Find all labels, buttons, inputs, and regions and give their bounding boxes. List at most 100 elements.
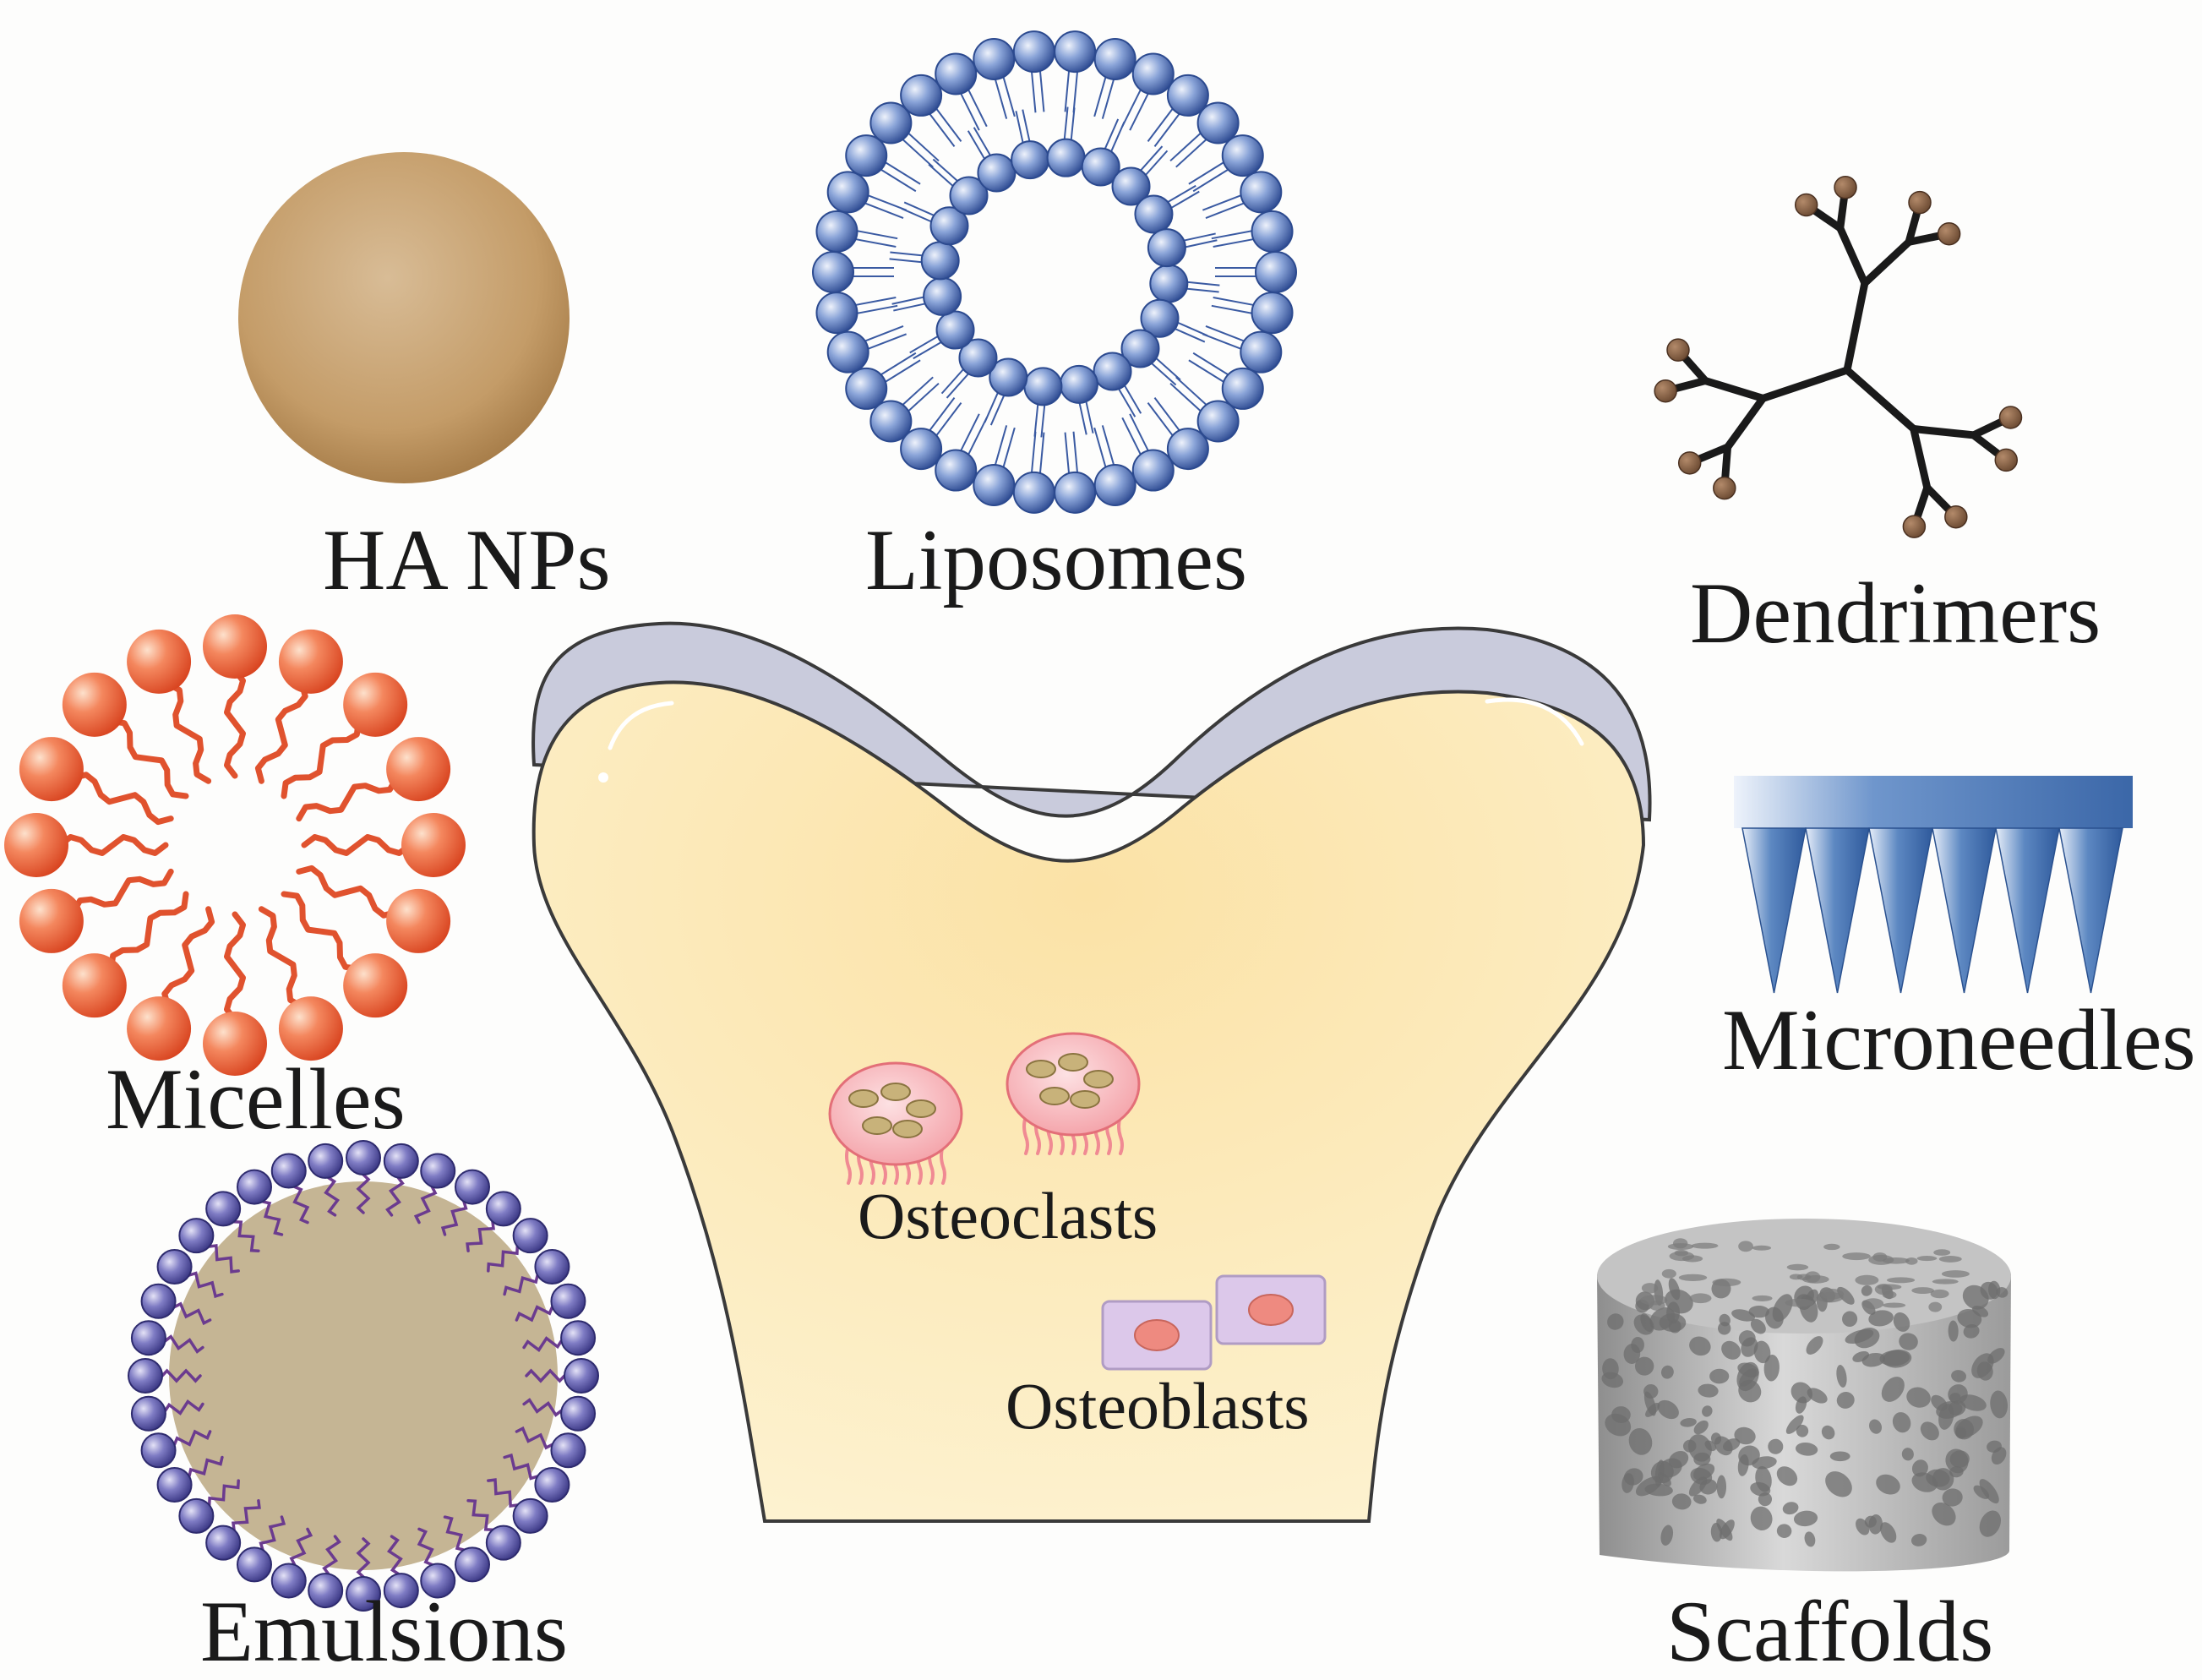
scaffold-pore	[1750, 1506, 1773, 1531]
scaffold-pore	[1631, 1336, 1644, 1354]
emulsifier-tail	[188, 1271, 224, 1299]
scaffold-pore	[1716, 1519, 1733, 1541]
lipid-head	[1120, 329, 1160, 368]
scaffold-pore	[1634, 1356, 1654, 1376]
lipid-tail	[1104, 118, 1120, 150]
surfactant-tail	[296, 865, 400, 919]
scaffold-pore	[1963, 1323, 1980, 1339]
osteoclast-nucleus	[1083, 1070, 1114, 1088]
lipid-tail	[1085, 400, 1094, 434]
scaffold-pore	[1916, 1256, 1938, 1262]
scaffold-pore	[1868, 1310, 1894, 1327]
lipid-head	[1149, 264, 1189, 303]
lipid-head	[1093, 38, 1136, 81]
lipid-tail	[879, 352, 917, 376]
scaffold-pore	[1687, 1434, 1712, 1462]
lipid-head	[1140, 298, 1180, 338]
scaffold-pore	[1987, 1348, 2005, 1364]
lipid-head	[1255, 251, 1297, 293]
surfactant-head	[19, 737, 84, 802]
scaffold-pore	[1957, 1308, 1982, 1328]
emulsifier-head	[485, 1191, 521, 1227]
label-emulsions: Emulsions	[200, 1584, 568, 1680]
dendrimer-terminal	[1998, 406, 2023, 429]
emulsifier-tail	[324, 1175, 341, 1217]
label-ha-nps: HA NPs	[323, 512, 611, 608]
scaffold-pore	[1949, 1393, 1961, 1403]
scaffold-pore	[1880, 1522, 1897, 1543]
scaffold-pore	[1785, 1298, 1814, 1307]
emulsifier-tail	[172, 1301, 212, 1326]
lipid-head	[1240, 330, 1283, 374]
scaffold-pore	[1768, 1438, 1784, 1454]
emulsifier-head	[346, 1140, 381, 1175]
osteoclast-villus	[845, 1144, 852, 1185]
lipid-tail	[1015, 111, 1024, 145]
lipid-tail	[1188, 359, 1225, 384]
emulsifier-tail	[417, 1527, 434, 1567]
lipid-head	[949, 176, 989, 215]
surfactant-tail	[224, 667, 246, 779]
dendrimer-terminal	[1944, 505, 1968, 529]
lipid-head	[812, 251, 854, 293]
osteoclast-nucleus	[892, 1120, 923, 1138]
lipid-tail	[1072, 431, 1079, 474]
scaffold	[1597, 1219, 2011, 1572]
scaffold-pore	[1906, 1387, 1931, 1408]
lipid-tail	[903, 201, 936, 217]
scaffold-pore	[1795, 1442, 1818, 1456]
scaffold-pore	[1607, 1313, 1624, 1330]
scaffold-pore	[1669, 1251, 1694, 1262]
emulsifier-head	[455, 1546, 490, 1583]
surfactant-tail	[70, 868, 174, 915]
scaffold-pore	[1782, 1502, 1799, 1515]
scaffold-pore	[1643, 1391, 1657, 1416]
emulsifier-tail	[503, 1274, 539, 1296]
emulsifier-tail	[413, 1185, 438, 1225]
microneedle-spike	[2058, 827, 2123, 994]
surfactant-head	[4, 813, 68, 877]
osteoclast-cells	[828, 1032, 1141, 1185]
lipid-tail	[1117, 387, 1136, 417]
scaffold-pore	[1680, 1417, 1697, 1427]
lipid-tail	[1169, 190, 1200, 210]
lipid-tail	[1078, 401, 1087, 435]
lipid-head	[1131, 52, 1175, 95]
surfactant-head	[127, 996, 192, 1061]
lipid-tail	[935, 402, 962, 438]
scaffold-pore	[1862, 1298, 1884, 1310]
dendrimer-branch	[1843, 279, 1869, 374]
emulsifier-head	[383, 1573, 419, 1609]
emulsifier-head	[420, 1153, 456, 1189]
lipid-tail	[1129, 413, 1150, 453]
lipid-tail	[973, 127, 992, 157]
lipid-head	[826, 330, 869, 374]
scaffold-pore	[1693, 1494, 1707, 1504]
dendrimer-terminal	[1713, 476, 1736, 500]
scaffold-pore	[1678, 1274, 1708, 1281]
scaffold-pore	[1820, 1288, 1845, 1300]
scaffold-pore	[1905, 1257, 1918, 1265]
surfactant-tail	[108, 718, 189, 799]
scaffold-pore	[1640, 1295, 1668, 1306]
label-scaffolds: Scaffolds	[1666, 1584, 1994, 1680]
lipid-tail	[1185, 281, 1220, 286]
emulsifier-head	[140, 1432, 177, 1469]
lipid-tail	[1101, 425, 1115, 466]
lipid-tail	[1205, 325, 1245, 342]
emulsifier-tail	[232, 1499, 261, 1532]
scaffold-pore	[1836, 1365, 1847, 1388]
dendrimer-terminal	[1908, 190, 1932, 215]
lipid-tail	[940, 368, 965, 395]
scaffold-pore	[1734, 1426, 1756, 1445]
lipid-head	[1093, 463, 1136, 506]
emulsifier-tail	[487, 1245, 520, 1273]
scaffold-pore	[1689, 1336, 1711, 1356]
lipid-tail	[1202, 194, 1243, 211]
surfactant-tail	[296, 775, 400, 822]
emulsifier-head	[346, 1576, 381, 1612]
lipid-tail	[1175, 138, 1208, 168]
lipid-head	[1251, 210, 1294, 253]
scaffold-pore	[1911, 1287, 1934, 1295]
emulsifier-head	[205, 1191, 242, 1227]
